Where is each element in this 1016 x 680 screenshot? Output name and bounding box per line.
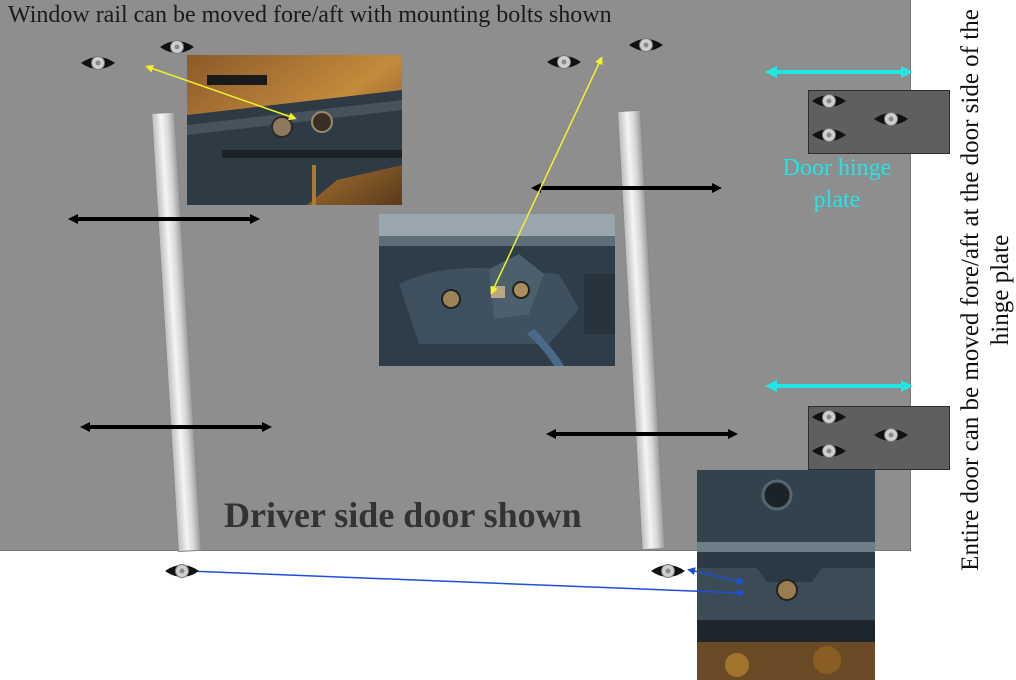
hex-bolt-icon (546, 55, 582, 69)
hex-bolt-icon (80, 56, 116, 70)
hinge-plate-label: Door hinge plate (782, 155, 892, 213)
hex-bolt-icon (811, 444, 847, 458)
hex-bolt-icon (811, 128, 847, 142)
yellow-pointer-rear (490, 56, 603, 295)
door-adjust-note: Entire door can be moved fore/aft at the… (957, 9, 1014, 571)
hex-bolt-icon (811, 94, 847, 108)
photo-lower-rail-bolt (697, 470, 875, 680)
yellow-pointer-front (145, 64, 297, 121)
hex-bolt-icon (159, 40, 195, 54)
hex-bolt-icon (628, 38, 664, 52)
hex-bolt-icon (873, 112, 909, 126)
hex-bolt-icon (873, 428, 909, 442)
hex-bolt-icon (650, 564, 686, 578)
door-label: Driver side door shown (224, 495, 582, 535)
blue-pointer-front (185, 567, 745, 597)
hex-bolt-icon (811, 410, 847, 424)
hex-bolt-icon (164, 564, 200, 578)
blue-pointer-rear (687, 567, 745, 585)
diagram-title: Window rail can be moved fore/aft with m… (8, 2, 612, 28)
